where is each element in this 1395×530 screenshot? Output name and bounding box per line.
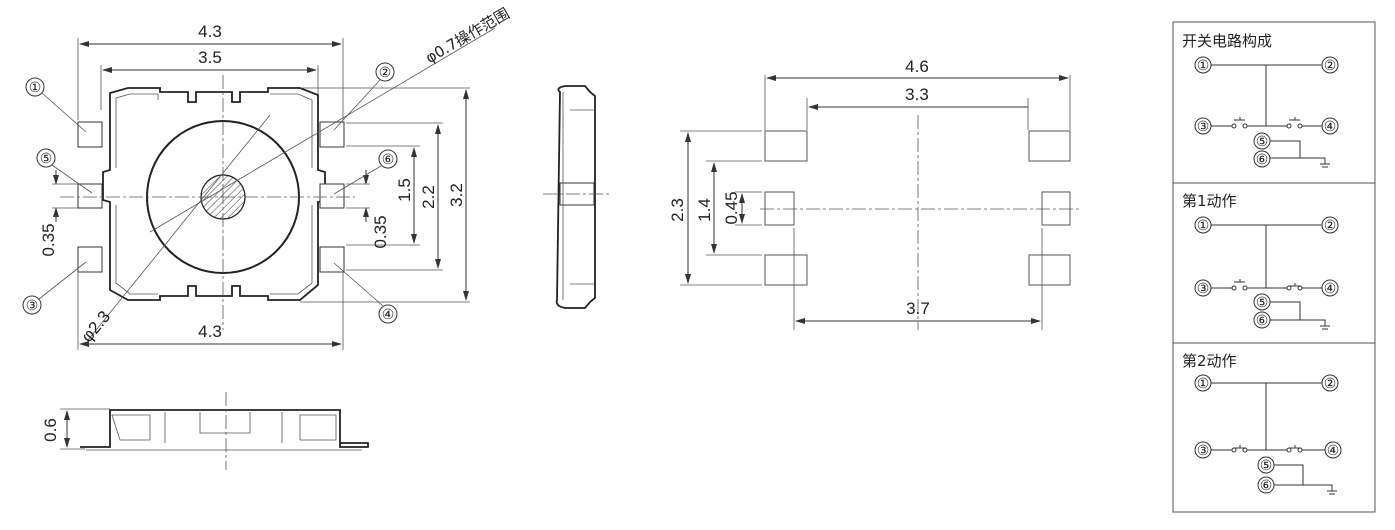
pin-5 [77,183,103,209]
pin-1 [77,121,103,148]
dim-overall-width-bottom: 4.3 [198,322,222,341]
dim-pin-width-right: 0.35 [371,215,390,248]
dim-height-inner: 1.5 [395,178,414,202]
circuit-panel-2: 第2动作 ① ② ③ ④ ⑤ ⑥ [1182,352,1342,495]
svg-text:⑤: ⑤ [1256,294,1269,310]
svg-text:①: ① [29,79,42,95]
svg-text:③: ③ [26,297,39,313]
dim-side-height: 0.6 [41,418,60,442]
dim-pin-width-left: 0.35 [39,223,58,256]
circuit-panel-1: 第1动作 ① ② ③ ④ ⑤ ⑥ [1182,192,1339,330]
svg-text:⑤: ⑤ [1260,457,1273,473]
svg-text:⑥: ⑥ [1256,312,1269,328]
svg-text:④: ④ [382,306,395,322]
dim-body-width: 3.5 [198,48,222,67]
circuit-panels: 开关电路构成 ① ② ③ ④ ⑤ ⑥ [1172,21,1376,513]
dim-footprint-height: 2.3 [668,198,687,222]
dim-height-outer: 3.2 [447,183,466,207]
svg-text:③: ③ [1197,442,1210,458]
svg-text:①: ① [1197,217,1210,233]
dim-footprint-bottom: 3.7 [906,299,930,318]
svg-text:⑥: ⑥ [1260,477,1273,493]
svg-text:②: ② [1324,217,1337,233]
dim-overall-width-top: 4.3 [198,22,222,41]
svg-text:第2动作: 第2动作 [1182,352,1237,370]
pin-3 [77,246,103,273]
svg-text:②: ② [379,64,392,80]
side-view-horizontal: 0.6 [41,392,369,470]
dim-button-diameter: φ2.3 [77,307,114,346]
svg-text:②: ② [1324,375,1337,391]
dim-footprint-mid: 1.4 [695,198,714,222]
svg-text:⑤: ⑤ [40,150,53,166]
svg-text:④: ④ [1324,280,1337,296]
svg-text:②: ② [1324,57,1337,73]
dim-footprint-width: 4.6 [905,57,929,76]
svg-text:①: ① [1197,375,1210,391]
label-operating-range: φ0.7操作范围 [422,4,512,66]
footprint-view: 4.6 3.3 2.3 1.4 0.45 3.7 [668,57,1080,330]
svg-text:①: ① [1197,57,1210,73]
circuit-panel-0: 开关电路构成 ① ② ③ ④ ⑤ ⑥ [1182,32,1339,168]
svg-text:⑥: ⑥ [382,151,395,167]
svg-text:⑥: ⑥ [1256,151,1269,167]
svg-text:④: ④ [1324,118,1337,134]
pin-callouts: ① ② ③ ④ ⑤ ⑥ [22,62,398,324]
dim-height-mid: 2.2 [419,185,438,209]
svg-text:③: ③ [1197,280,1210,296]
svg-text:第1动作: 第1动作 [1182,192,1237,210]
svg-text:⑤: ⑤ [1256,133,1269,149]
svg-text:开关电路构成: 开关电路构成 [1182,32,1272,50]
dim-footprint-center: 0.45 [722,191,741,224]
top-view: 4.3 3.5 3.2 2.2 1.5 [22,4,513,350]
pin-2 [319,121,345,148]
svg-text:④: ④ [1327,442,1340,458]
pin-6 [319,183,345,209]
side-view-vertical [543,85,612,309]
svg-text:③: ③ [1197,118,1210,134]
dim-footprint-inner: 3.3 [905,85,929,104]
